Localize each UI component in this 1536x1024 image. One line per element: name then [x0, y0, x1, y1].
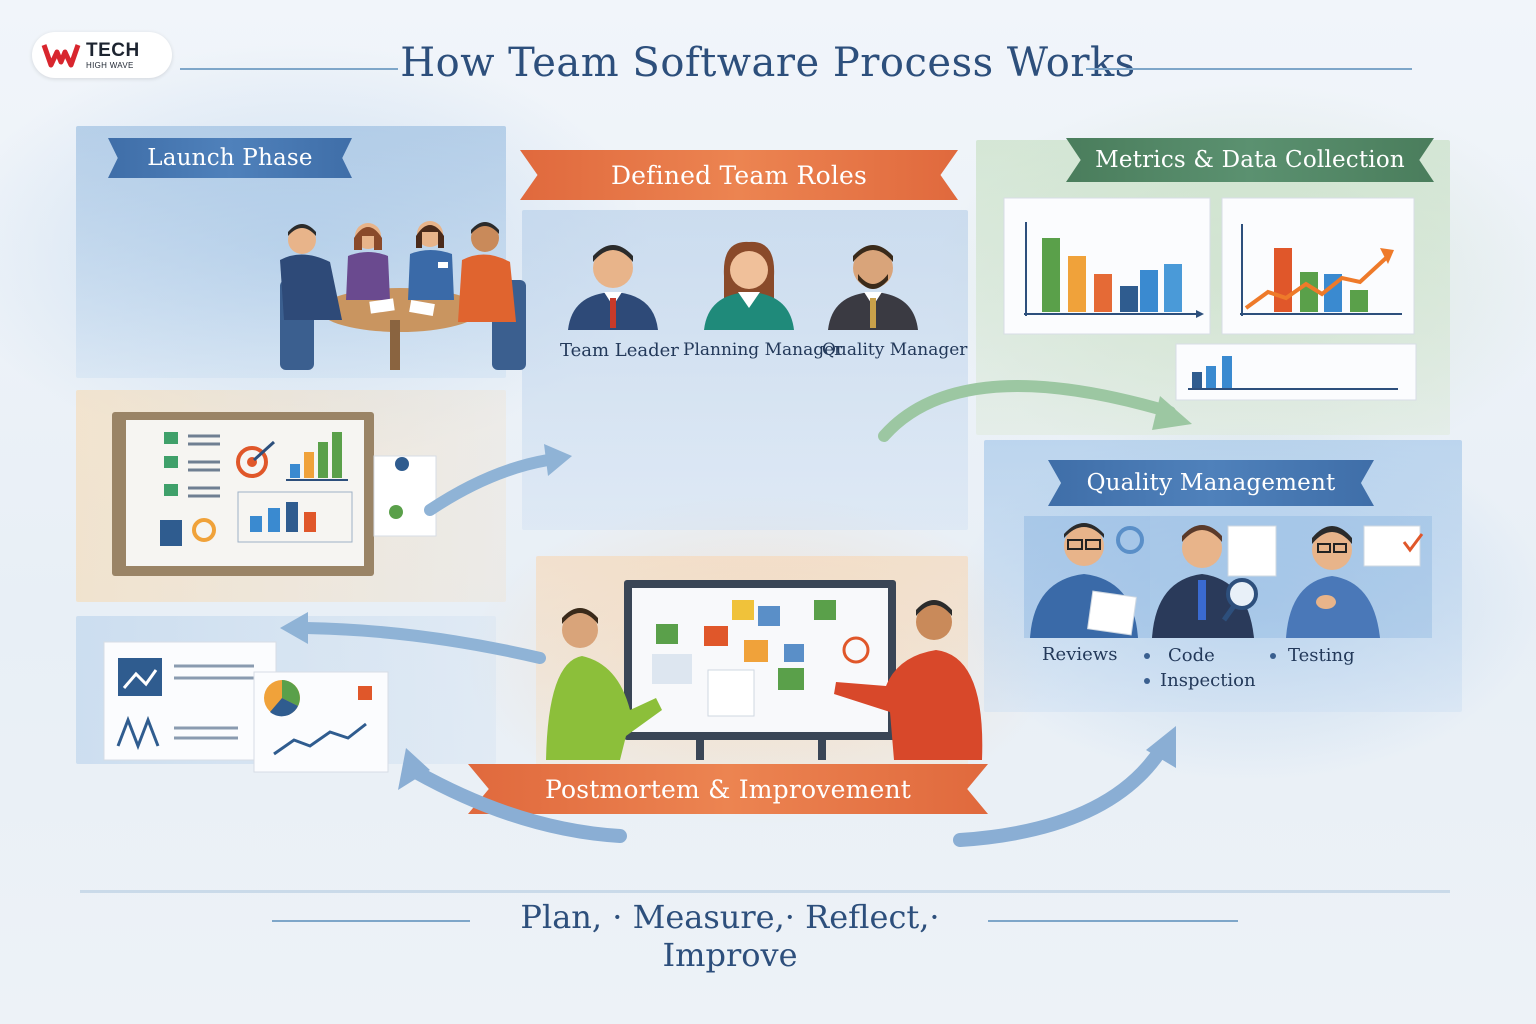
- logo-tagline: HIGH WAVE: [86, 60, 134, 70]
- title-rule-right: [1086, 68, 1412, 70]
- reports-illustration: [103, 641, 389, 773]
- postmortem-heading: Postmortem & Improvement: [468, 764, 988, 814]
- reviews-label: Reviews: [1042, 644, 1118, 665]
- testing-bullet: [1270, 653, 1276, 659]
- footer-divider: [80, 890, 1450, 893]
- inspection-label: Inspection: [1160, 670, 1256, 691]
- arrow-roles-to-metrics-head: [1152, 396, 1192, 430]
- code-label: Code: [1168, 645, 1215, 666]
- code-bullet: [1144, 653, 1150, 659]
- quality-heading: Quality Management: [1048, 460, 1374, 506]
- mini-chart-icon: [1175, 343, 1417, 401]
- arrow-bottom-right-head: [1146, 726, 1176, 768]
- title-rule-left: [180, 68, 398, 70]
- wave-logo-icon: [41, 44, 81, 68]
- planning-board-illustration: [112, 412, 437, 576]
- arrow-planning-to-roles: [424, 454, 554, 516]
- arrow-bottom-right: [953, 741, 1169, 847]
- page-title: How Team Software Process Works: [400, 40, 1136, 86]
- team-roles-heading: Defined Team Roles: [520, 150, 958, 200]
- postmortem-scene-illustration: [546, 580, 983, 760]
- team-leader-label: Team Leader: [560, 340, 679, 361]
- logo-brand: TECH: [86, 39, 140, 61]
- arrow-post-to-reports: [300, 622, 546, 664]
- inspection-bullet: [1144, 678, 1150, 684]
- team-meeting-illustration: [280, 221, 526, 370]
- footer-tagline: Plan, · Measure,· Reflect,· Improve: [520, 898, 940, 974]
- code-inspector-illustration: [1150, 516, 1282, 638]
- planning-manager-avatar-icon: [704, 241, 794, 330]
- tester-illustration: [1282, 516, 1432, 638]
- planning-manager-label: Planning Manager: [683, 340, 843, 360]
- brand-logo[interactable]: TECH HIGH WAVE: [32, 32, 172, 78]
- launch-phase-heading: Launch Phase: [108, 138, 352, 178]
- team-leader-avatar-icon: [568, 245, 658, 330]
- arrow-bottom-left: [409, 765, 627, 843]
- arrow-roles-to-metrics: [878, 380, 1176, 442]
- footer-rule-right: [988, 920, 1238, 922]
- metrics-heading: Metrics & Data Collection: [1066, 138, 1434, 182]
- arrow-post-to-reports-head: [280, 612, 308, 644]
- quality-manager-avatar-icon: [828, 245, 918, 330]
- reviewer-illustration: [1024, 516, 1150, 638]
- footer-rule-left: [272, 920, 470, 922]
- arrow-bottom-left-head: [398, 748, 430, 790]
- trend-chart-icon: [1221, 197, 1415, 335]
- arrow-planning-to-roles-head: [544, 444, 572, 476]
- testing-label: Testing: [1288, 645, 1355, 666]
- quality-manager-label: Quality Manager: [822, 340, 968, 360]
- bar-chart-icon: [1003, 197, 1211, 335]
- logo-wordmark: TECH HIGH WAVE: [86, 41, 140, 70]
